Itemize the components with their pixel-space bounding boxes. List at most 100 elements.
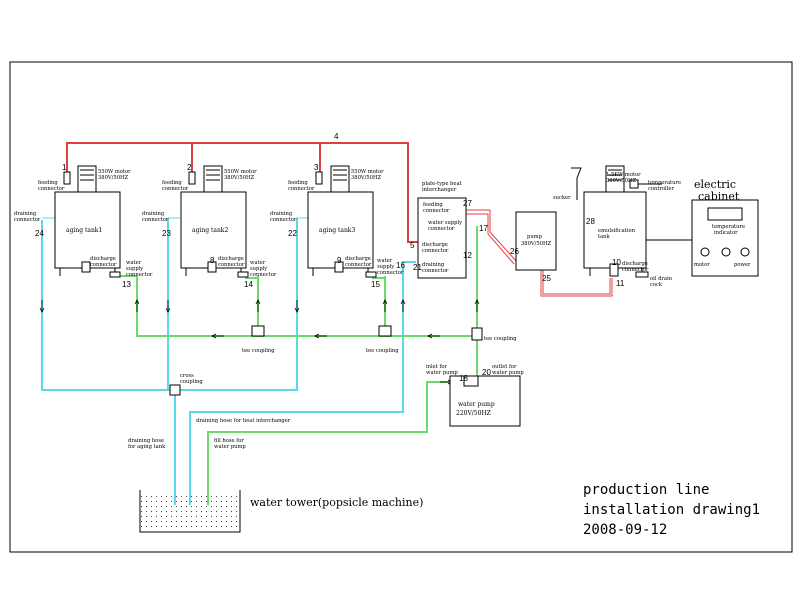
feeding-label-2b: connector [162,186,189,192]
label-13: 13 [122,280,131,289]
emul-tank-label-b: tank [598,234,611,240]
water-supply-label-2c: connector [250,272,277,278]
label-8: 8 [210,256,215,265]
draining-label-2b: connector [142,217,169,223]
label-28: 28 [586,217,595,226]
cab-inner-label-a: temperature [712,224,745,230]
discharge-label-3b: connector [345,262,372,268]
discharge-label-2a: discharge [218,256,244,262]
label-3: 3 [314,163,319,172]
oil-drain-label-b: cock [650,282,663,288]
motor-label-1a: 550W motor [98,169,131,175]
label-20: 20 [482,368,491,377]
draining-label-1: draining [14,211,37,217]
cross-label-b: coupling [180,379,203,385]
flow-arrows [39,299,480,385]
feeding-label-1b: connector [38,186,65,192]
cross-label-a: cross [180,373,194,379]
draining-label-2: draining [142,211,165,217]
outlet-label-b: water pump [492,370,524,376]
fill-label-a: fill hose for [214,438,244,444]
tee-coupling-3 [471,327,483,341]
emul-tank-label-a: emulsification [598,228,636,234]
draining-label-3b: connector [270,217,297,223]
emul-dis-label-b: connector [622,267,649,273]
emul-dis-label-a: discharge [622,261,648,267]
tee-coupling-1 [251,325,265,337]
water-supply-label-2b: supply [250,266,267,272]
fill-label-b: water pump [214,444,246,450]
feeding-label-3b: connector [288,186,315,192]
cross-coupling [169,384,181,396]
plate-heat-interchanger [417,197,467,279]
label-17: 17 [479,224,488,233]
tee-label-3: tee coupling [484,336,517,342]
aging-tank-3 [307,165,377,278]
water-supply-label-3c: connector [377,270,404,276]
temp-ctrl-label-a: temperature [648,180,681,186]
label-27: 27 [463,199,472,208]
label-14: 14 [244,280,253,289]
label-2: 2 [187,163,192,172]
title-line-1: production line [583,482,709,498]
drain-heat-label: draining hose for heat interchanger [196,418,291,424]
label-25: 25 [542,274,551,283]
outlet-label-a: outlet for [492,364,517,370]
label-10: 10 [612,258,621,267]
cab-inner-label-b: indicator [714,230,738,236]
label-11: 11 [616,279,625,288]
feeding-label-3: feeding [288,180,308,186]
plate-dr-label-b: connector [422,268,449,274]
tee-label-2: tee coupling [366,348,399,354]
cabinet-title-a: electric [694,178,736,191]
label-15: 15 [371,280,380,289]
label-26: 26 [510,247,519,256]
aging-tank-1-label: aging tank1 [66,227,102,234]
plate-dr-label-a: draining [422,262,445,268]
drain-aging-label-b: for aging tank [128,444,166,450]
tee-label-1: tee coupling [242,348,275,354]
feeding-label-2: feeding [162,180,182,186]
motor-label-2b: 380V/50HZ [224,175,255,181]
inlet-label-b: water pump [426,370,458,376]
label-9: 9 [337,256,342,265]
feeding-label-1: feeding [38,180,58,186]
label-21: 21 [413,263,422,272]
drawing-border [9,61,793,553]
discharge-label-2b: connector [218,262,245,268]
cabinet-title-b: cabinet [698,190,740,203]
plate-ws-label-a: water supply [428,220,462,226]
emul-motor-label-a: 1.5KW motor [606,172,641,178]
emul-motor-label-b: 380V/50HZ [606,178,637,184]
motor-label-3b: 380V/50HZ [351,175,382,181]
label-1: 1 [62,163,67,172]
title-line-2: installation drawing1 [583,502,760,518]
water-supply-label-1b: supply [126,266,143,272]
label-12: 12 [463,251,472,260]
draining-label-1b: connector [14,217,41,223]
pump-label-a: pump [527,234,543,240]
discharge-label-3a: discharge [345,256,371,262]
oil-drain-label-a: oil drain [650,276,673,282]
plate-dis-label-a: discharge [422,242,448,248]
motor-label-3a: 550W motor [351,169,384,175]
plate-ws-label-b: connector [428,226,455,232]
drain-aging-label-a: draining hose [128,438,164,444]
sucker-label: sucker [553,195,571,201]
label-22: 22 [288,229,297,238]
title-line-3: 2008-09-12 [583,522,667,538]
pump-label-b: 380V/50HZ [521,241,552,247]
water-supply-label-2a: water [250,260,266,266]
label-23: 23 [162,229,171,238]
inlet-label-a: inlet for [426,364,448,370]
water-pump [449,375,521,427]
plate-feed-label-b: connector [423,208,450,214]
aging-tank-3-label: aging tank3 [319,227,355,234]
temp-ctrl-label-b: controller [648,186,674,192]
label-16: 16 [396,261,405,270]
electric-cabinet [646,199,759,277]
plate-label-a: plate-type heat [422,181,463,187]
water-supply-label-3a: water [377,258,393,264]
